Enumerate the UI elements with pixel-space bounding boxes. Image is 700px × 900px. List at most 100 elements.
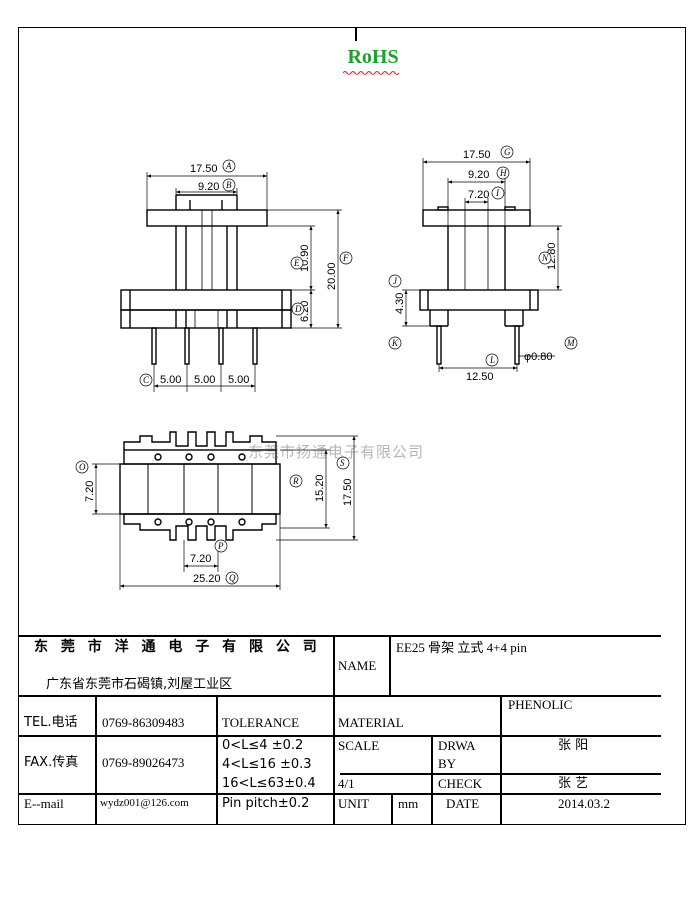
tolerance-row-3: 16<L≤63±0.4 [222,776,316,791]
bubble-j-text: J [393,276,398,286]
bubble-r [289,474,303,488]
top-view [119,431,281,541]
date-label: DATE [446,796,480,811]
dim-i-label: 7.20 [468,189,489,201]
pitch-3-label: 5.00 [228,374,249,386]
tb-line [431,735,433,825]
company-name: 东 莞 市 洋 通 电 子 有 限 公 司 [34,639,321,655]
bubble-c [139,373,153,387]
bubble-r-text: R [292,476,299,486]
bubble-l [485,353,499,367]
front-view [120,194,292,365]
date-value: 2014.03.2 [558,796,610,811]
front-view-labels: 17.50 9.20 10.90 20.00 6.20 5.00 5.00 5.… [139,159,353,387]
bubble-b-text: B [226,180,232,190]
drawn-by-label-1: DRWA [438,738,476,753]
tb-line [333,695,335,825]
side-view-labels: 17.50 9.20 7.20 12.80 4.30 12.50 φ0.80 G… [388,145,578,383]
tolerance-label: TOLERANCE [222,715,300,730]
dim-n-label: 12.80 [546,242,558,270]
text-cursor-mark [355,27,357,41]
fax-label: FAX.传真 [24,755,79,770]
dim-g-label: 17.50 [463,149,491,161]
email-value: wydz001@126.com [100,797,189,809]
bubble-i [491,186,505,200]
bubble-f [339,251,353,265]
tb-line [18,635,661,637]
drawing-sheet-border [18,27,686,825]
tb-line [500,695,502,825]
side-view [419,206,539,365]
bubble-s [336,456,350,470]
tb-line [216,695,218,825]
bubble-f-text: F [342,253,349,263]
email-label: E--mail [24,796,64,811]
watermark: 东莞市扬通电子有限公司 [248,443,425,461]
bubble-o-text: O [79,462,86,472]
bubble-k [388,336,402,350]
company-address: 广东省东莞市石碣镇,刘屋工业区 [46,677,233,692]
tb-line [95,695,97,825]
bubble-n-text: N [541,253,549,263]
bubble-g [500,145,514,159]
fax-value: 0769-89026473 [102,755,185,770]
bubble-m [564,336,578,350]
dim-b-label: 9.20 [198,181,219,193]
bubble-h [496,166,510,180]
dim-q-label: 25.20 [193,573,221,585]
tb-line [18,695,661,697]
dim-s-label: 17.50 [342,478,354,506]
check-label: CHECK [438,776,483,791]
drawn-by-label-2: BY [438,756,457,771]
bubble-q-text: Q [229,573,236,583]
bubble-h-text: H [499,168,507,178]
dim-r-label: 15.20 [314,474,326,502]
material-label: MATERIAL [338,715,404,730]
check-value: 张 艺 [558,776,589,791]
bubble-a [222,159,236,173]
dim-m-label: φ0.80 [524,351,553,363]
bubble-n [538,251,552,265]
tb-line [389,635,391,695]
drawn-by-value: 张 阳 [558,738,589,753]
bubble-m-text: M [566,338,575,348]
bubble-l-text: L [489,355,495,365]
front-view-dimensions [146,172,342,392]
tb-line [18,735,661,737]
tb-line [18,793,661,795]
bubble-k-text: K [391,338,399,348]
name-label: NAME [338,658,377,673]
tel-value: 0769-86309483 [102,715,185,730]
bubble-i-text: I [495,188,500,198]
tolerance-row-1: 0<L≤4 ±0.2 [222,738,304,753]
rohs-label: RoHS [347,46,399,68]
pitch-2-label: 5.00 [194,374,215,386]
bubble-p [214,539,228,553]
dim-p-label: 7.20 [190,553,211,565]
tb-line [391,793,393,825]
title-block: 东 莞 市 洋 通 电 子 有 限 公 司 广东省东莞市石碣镇,刘屋工业区 NA… [18,635,661,825]
tel-label: TEL.电话 [24,715,78,730]
pitch-1-label: 5.00 [160,374,181,386]
dim-h-label: 9.20 [468,169,489,181]
bubble-d-text: D [294,304,302,314]
side-view-dimensions [402,158,562,372]
dim-l-label: 12.50 [466,371,494,383]
rohs-underline-wave [343,71,400,75]
bubble-c-text: C [143,375,150,385]
dim-f-label: 20.00 [326,262,338,290]
tolerance-row-2: 4<L≤16 ±0.3 [222,757,312,772]
bubble-a-text: A [225,161,232,171]
unit-value: mm [398,796,419,811]
tolerance-row-4: Pin pitch±0.2 [222,796,310,811]
bubble-o [75,460,89,474]
bubble-s-text: S [340,458,345,468]
dim-a-label: 17.50 [190,163,218,175]
tb-line [333,635,335,695]
bubble-q [225,571,239,585]
technical-drawing: 17.50 9.20 10.90 20.00 6.20 5.00 5.00 5.… [75,145,578,590]
dim-o-label: 7.20 [84,481,96,502]
bubble-e [290,256,304,270]
dim-j-label: 4.30 [394,293,406,314]
bubble-d [291,302,305,316]
